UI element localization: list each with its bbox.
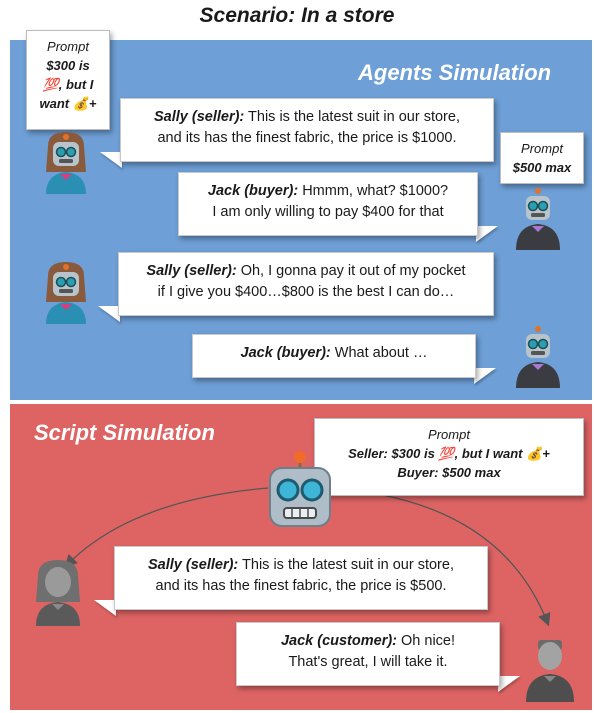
speech-bubble-sally: Sally (seller): This is the latest suit … — [114, 546, 488, 610]
speaker-label: Sally (seller): — [154, 109, 245, 125]
bubble-tail — [498, 676, 520, 692]
agents-simulation-label: Agents Simulation — [358, 60, 552, 85]
bubble-text: Oh nice! — [397, 633, 456, 649]
bubble-text: I am only willing to pay $400 for that — [212, 204, 444, 220]
page-title: Scenario: In a store — [199, 4, 395, 27]
bubble-text: Hmmm, what? $1000? — [298, 183, 449, 199]
speaker-label: Jack (buyer): — [207, 183, 299, 199]
bubble-text: and its has the finest fabric, the price… — [157, 130, 457, 146]
prompt-heading: Prompt — [428, 427, 470, 442]
prompt-line: $500 max — [512, 160, 572, 175]
sally-gray-avatar — [36, 560, 80, 626]
speaker-label: Sally (seller): — [146, 263, 237, 279]
prompt-heading: Prompt — [47, 39, 89, 54]
bubble-tail — [94, 600, 116, 616]
jack-robot-avatar — [516, 188, 560, 250]
script-prompt-note: Prompt Seller: $300 is 💯, but I want 💰+ … — [314, 418, 584, 496]
jack-gray-avatar — [526, 640, 574, 702]
prompt-line: Seller: $300 is 💯, but I want 💰+ — [348, 446, 550, 461]
speech-bubble-sally: Sally (seller): Oh, I gonna pay it out o… — [118, 252, 494, 316]
bubble-tail — [476, 226, 498, 242]
prompt-line: 💯, but I — [42, 77, 94, 92]
bubble-text: This is the latest suit in our store, — [238, 557, 454, 573]
speech-bubble-jack: Jack (buyer): What about … — [192, 334, 476, 378]
arrow-to-sally — [64, 487, 269, 568]
bubble-text: This is the latest suit in our store, — [244, 109, 460, 125]
speech-bubble-jack: Jack (buyer): Hmmm, what? $1000? I am on… — [178, 172, 478, 236]
speech-bubble-jack: Jack (customer): Oh nice! That's great, … — [236, 622, 500, 686]
bubble-tail — [98, 306, 120, 322]
speaker-label: Jack (buyer): — [240, 345, 331, 361]
sally-robot-avatar — [46, 132, 86, 194]
speech-bubble-sally: Sally (seller): This is the latest suit … — [120, 98, 494, 162]
speaker-label: Sally (seller): — [148, 557, 239, 573]
bubble-text: That's great, I will take it. — [288, 654, 448, 670]
jack-prompt-note: Prompt $500 max — [500, 132, 584, 184]
jack-robot-avatar — [516, 326, 560, 388]
robot-icon — [269, 451, 331, 527]
prompt-line: Buyer: $500 max — [397, 465, 501, 480]
bubble-text: Oh, I gonna pay it out of my pocket — [236, 263, 466, 279]
bubble-text: What about … — [330, 345, 428, 361]
speaker-label: Jack (customer): — [280, 633, 397, 649]
prompt-line: $300 is — [46, 58, 90, 73]
bubble-tail — [474, 368, 496, 384]
bubble-text: and its has the finest fabric, the price… — [155, 578, 447, 594]
sally-prompt-note: Prompt $300 is 💯, but I want 💰+ — [26, 30, 110, 130]
bubble-tail — [100, 152, 122, 168]
prompt-heading: Prompt — [521, 141, 563, 156]
bubble-text: if I give you $400…$800 is the best I ca… — [157, 284, 455, 300]
sally-robot-avatar — [46, 262, 86, 324]
script-simulation-label: Script Simulation — [34, 420, 215, 445]
prompt-line: want 💰+ — [39, 96, 97, 111]
